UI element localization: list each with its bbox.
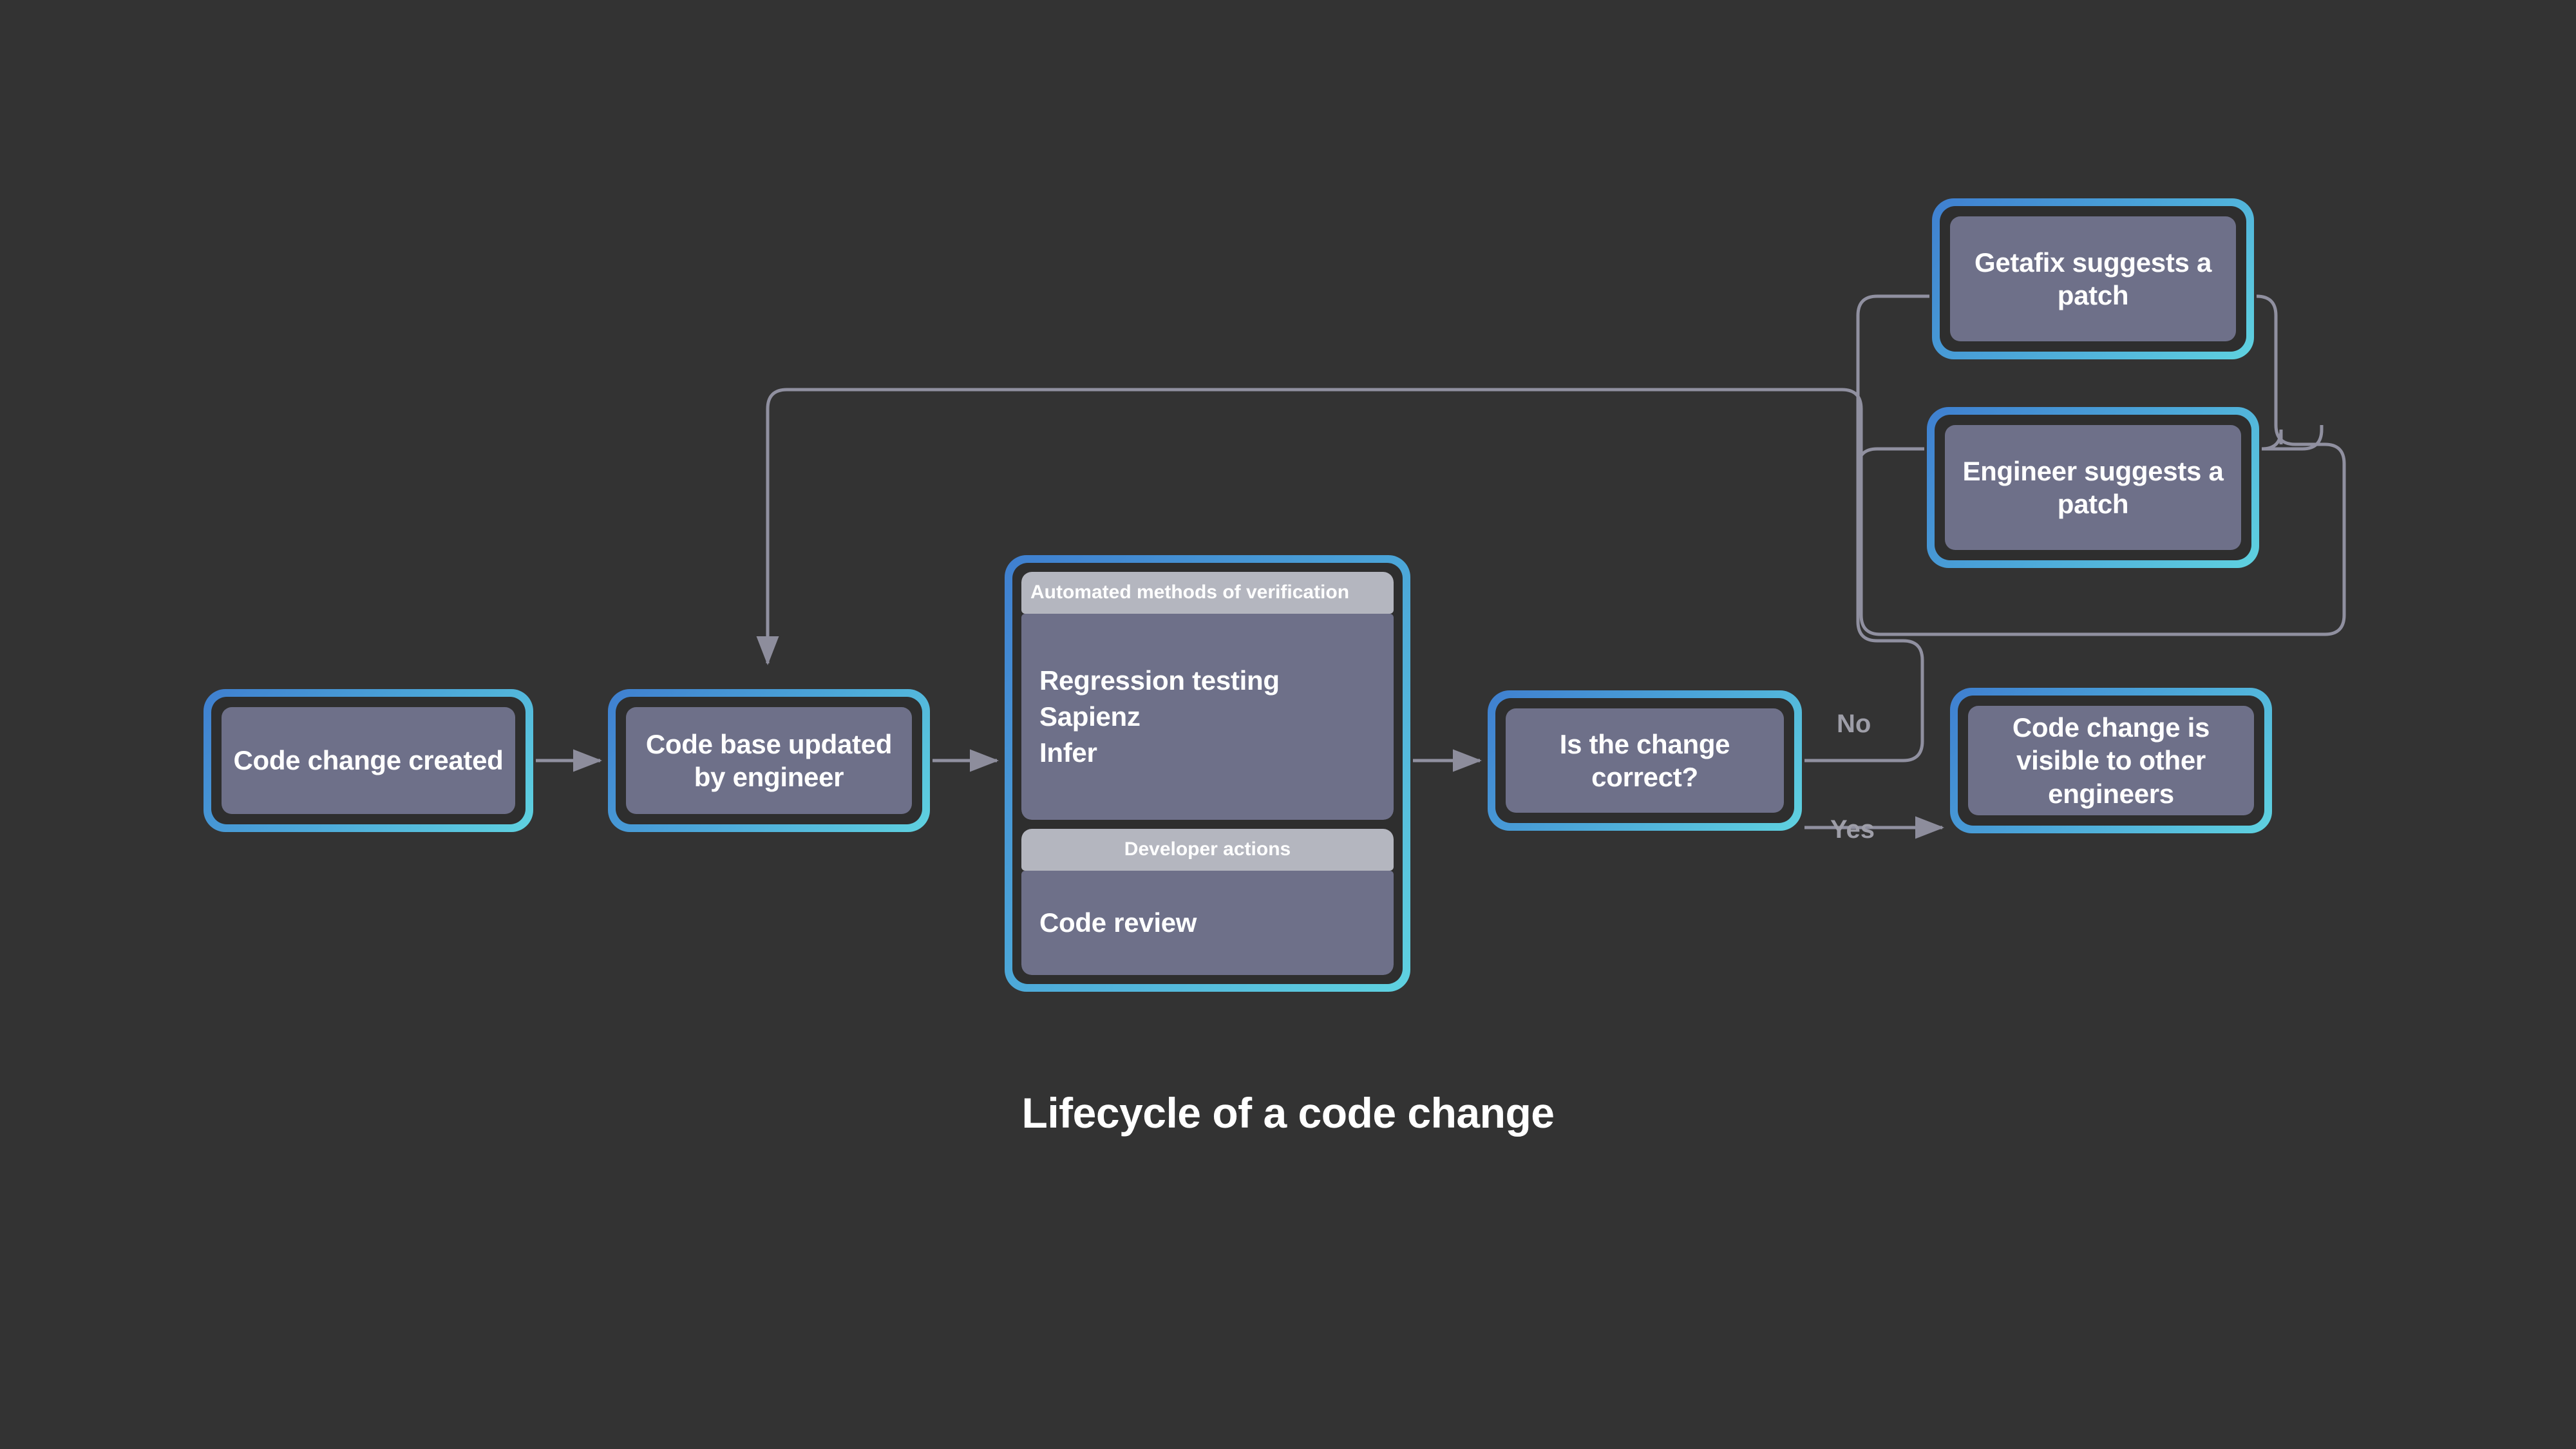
node-label: Code base updated by engineer: [626, 707, 912, 814]
edge-label-no: No: [1837, 710, 1871, 738]
node-engineer-suggests-patch[interactable]: Engineer suggests a patch: [1927, 407, 2259, 568]
group-header: Automated methods of verification: [1021, 572, 1394, 614]
group-item: Sapienz: [1039, 701, 1141, 732]
node-label: Code change created: [222, 707, 515, 814]
node-is-change-correct[interactable]: Is the change correct?: [1488, 690, 1802, 831]
edge-no-to-engineer: [1856, 447, 1924, 509]
node-verification-group[interactable]: Automated methods of verification Regres…: [1005, 555, 1410, 992]
node-code-base-updated[interactable]: Code base updated by engineer: [608, 689, 930, 832]
node-inner: Code change created: [211, 697, 526, 824]
node-label: Code change is visible to other engineer…: [1968, 706, 2254, 815]
node-code-change-visible[interactable]: Code change is visible to other engineer…: [1950, 688, 2272, 833]
edge-no-to-getafix: [1856, 294, 1929, 509]
group-body: Code review: [1021, 871, 1394, 975]
group-developer-actions: Developer actions Code review: [1021, 829, 1394, 975]
node-inner: Getafix suggests a patch: [1940, 206, 2246, 352]
edge-label-yes: Yes: [1830, 815, 1875, 844]
group-body: Regression testing Sapienz Infer: [1021, 614, 1394, 820]
node-inner: Engineer suggests a patch: [1935, 415, 2251, 560]
group-item: Regression testing: [1039, 665, 1280, 696]
group-item: Infer: [1039, 737, 1097, 768]
group-item: Code review: [1039, 907, 1197, 938]
group-header: Developer actions: [1021, 829, 1394, 871]
node-label: Is the change correct?: [1506, 708, 1784, 813]
node-label: Engineer suggests a patch: [1945, 425, 2241, 550]
node-getafix-suggests-patch[interactable]: Getafix suggests a patch: [1932, 198, 2254, 359]
node-inner: Is the change correct?: [1495, 698, 1794, 823]
edge-engineer-return-2: [2262, 425, 2324, 451]
node-inner: Code base updated by engineer: [616, 697, 922, 824]
diagram-title: Lifecycle of a code change: [1021, 1089, 1555, 1137]
node-inner: Code change is visible to other engineer…: [1958, 696, 2264, 826]
node-code-change-created[interactable]: Code change created: [204, 689, 533, 832]
group-automated-methods: Automated methods of verification Regres…: [1021, 572, 1394, 820]
node-inner: Automated methods of verification Regres…: [1012, 563, 1403, 984]
edge-engineer-return: [2261, 429, 2283, 451]
node-label: Getafix suggests a patch: [1950, 216, 2236, 341]
